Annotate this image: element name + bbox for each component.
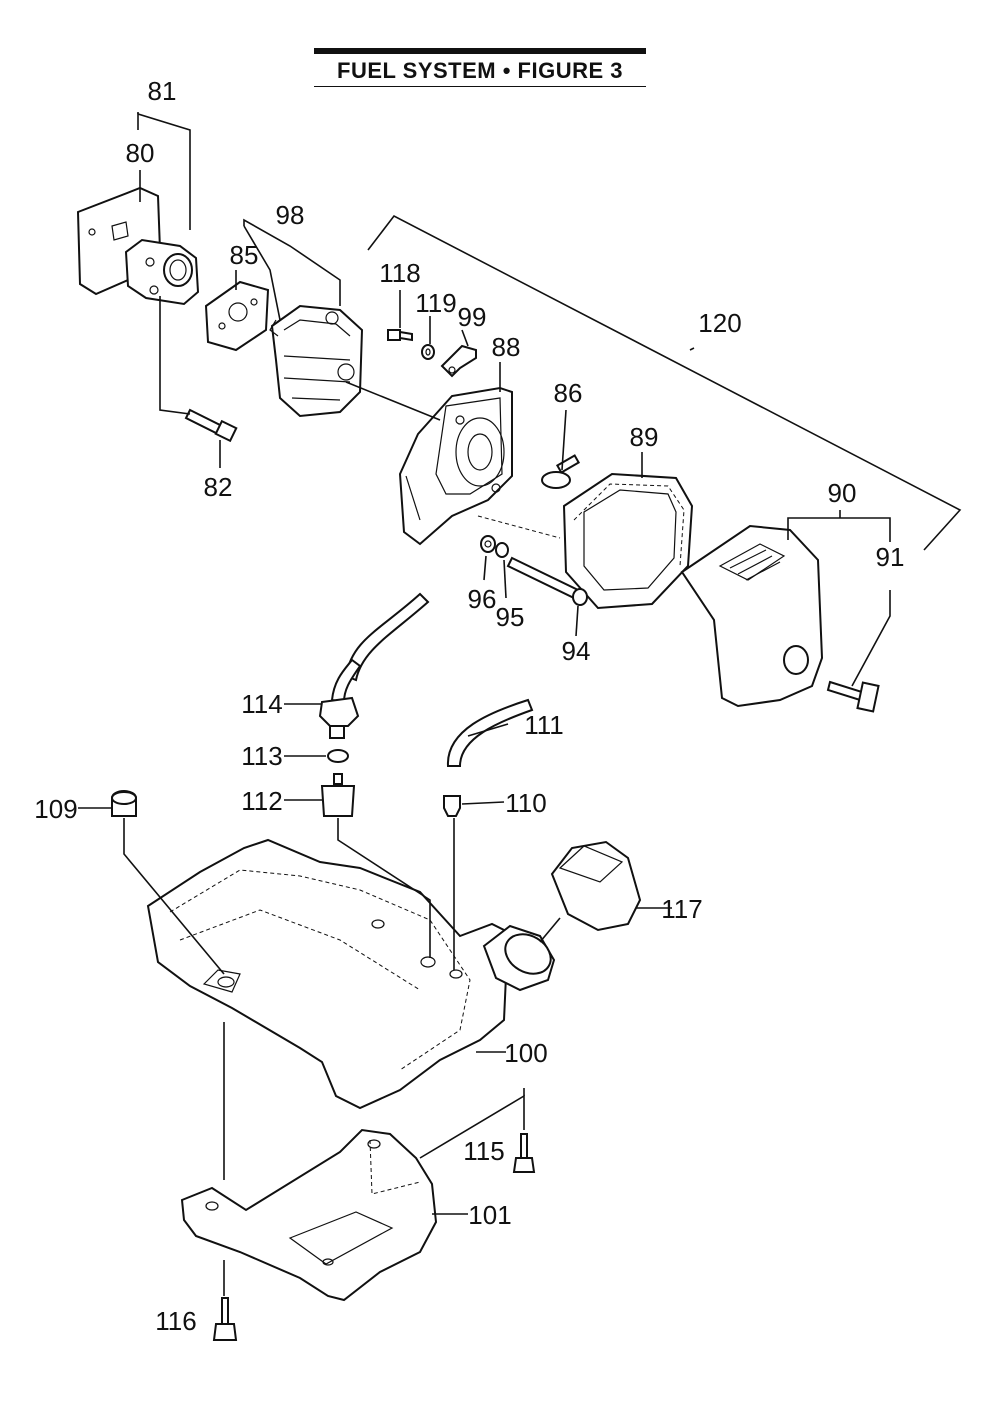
part-89-foam-filter bbox=[562, 472, 694, 610]
callout-118: 118 bbox=[379, 258, 420, 288]
callout-112: 112 bbox=[241, 786, 282, 816]
part-115-screw bbox=[512, 1133, 536, 1173]
part-116-screw bbox=[212, 1297, 238, 1341]
part-96-washer bbox=[480, 535, 496, 553]
part-81-insulator-block bbox=[124, 238, 200, 306]
callout-119: 119 bbox=[415, 288, 456, 318]
part-88-air-filter-base bbox=[398, 386, 513, 546]
callout-81: 81 bbox=[148, 76, 177, 106]
callout-89: 89 bbox=[630, 422, 659, 452]
callout-80: 80 bbox=[126, 138, 155, 168]
callout-110: 110 bbox=[505, 788, 546, 818]
part-118-screw bbox=[387, 329, 413, 342]
leader-lines bbox=[78, 112, 962, 1296]
callout-109: 109 bbox=[34, 794, 77, 824]
figure-title: FUEL SYSTEM • FIGURE 3 bbox=[337, 58, 623, 83]
title-top-rule bbox=[314, 48, 646, 54]
part-112-grommet bbox=[320, 773, 356, 817]
callout-85: 85 bbox=[230, 240, 259, 270]
callout-120: 120 bbox=[698, 308, 741, 338]
part-90-air-filter-cover bbox=[680, 524, 824, 708]
part-114-fuel-hose-with-filter bbox=[318, 592, 430, 739]
callout-90: 90 bbox=[828, 478, 857, 508]
callout-98: 98 bbox=[276, 200, 305, 230]
part-82-bolt bbox=[184, 408, 238, 443]
callout-117: 117 bbox=[661, 894, 702, 924]
part-117-fuel-cap bbox=[550, 840, 642, 932]
callout-86: 86 bbox=[554, 378, 583, 408]
part-98-carburetor bbox=[269, 304, 364, 418]
part-101-tank-bracket bbox=[180, 1128, 438, 1302]
part-110-vent bbox=[443, 795, 461, 817]
callout-82: 82 bbox=[204, 472, 233, 502]
part-113-hose-clip bbox=[327, 749, 349, 763]
part-85-gasket bbox=[204, 280, 270, 352]
callout-116: 116 bbox=[155, 1306, 196, 1336]
part-119-washer bbox=[421, 344, 435, 360]
figure-title-block: FUEL SYSTEM • FIGURE 3 bbox=[314, 48, 646, 87]
callout-99: 99 bbox=[458, 302, 487, 332]
part-86-choke-plate bbox=[541, 454, 581, 489]
part-109-rubber-mount bbox=[111, 790, 137, 817]
callout-111: 111 bbox=[524, 710, 564, 740]
callout-88: 88 bbox=[492, 332, 521, 362]
part-100-fuel-tank bbox=[146, 838, 556, 1110]
part-99-bracket bbox=[440, 344, 477, 378]
callout-96: 96 bbox=[468, 584, 497, 614]
callout-100: 100 bbox=[504, 1038, 547, 1068]
callout-95: 95 bbox=[496, 602, 525, 632]
part-111-return-hose bbox=[446, 698, 534, 767]
part-91-knob-bolt bbox=[826, 680, 880, 713]
callout-101: 101 bbox=[468, 1200, 511, 1230]
callout-115: 115 bbox=[463, 1136, 504, 1166]
callout-114: 114 bbox=[241, 689, 282, 719]
callout-94: 94 bbox=[562, 636, 591, 666]
part-95-washer bbox=[495, 542, 509, 558]
title-bottom-rule bbox=[314, 86, 646, 87]
callout-labels: 81 80 98 85 82 118 119 99 88 120 86 89 9… bbox=[34, 76, 904, 1336]
part-94-long-bolt bbox=[506, 556, 588, 606]
callout-113: 113 bbox=[241, 741, 282, 771]
callout-91: 91 bbox=[876, 542, 905, 572]
